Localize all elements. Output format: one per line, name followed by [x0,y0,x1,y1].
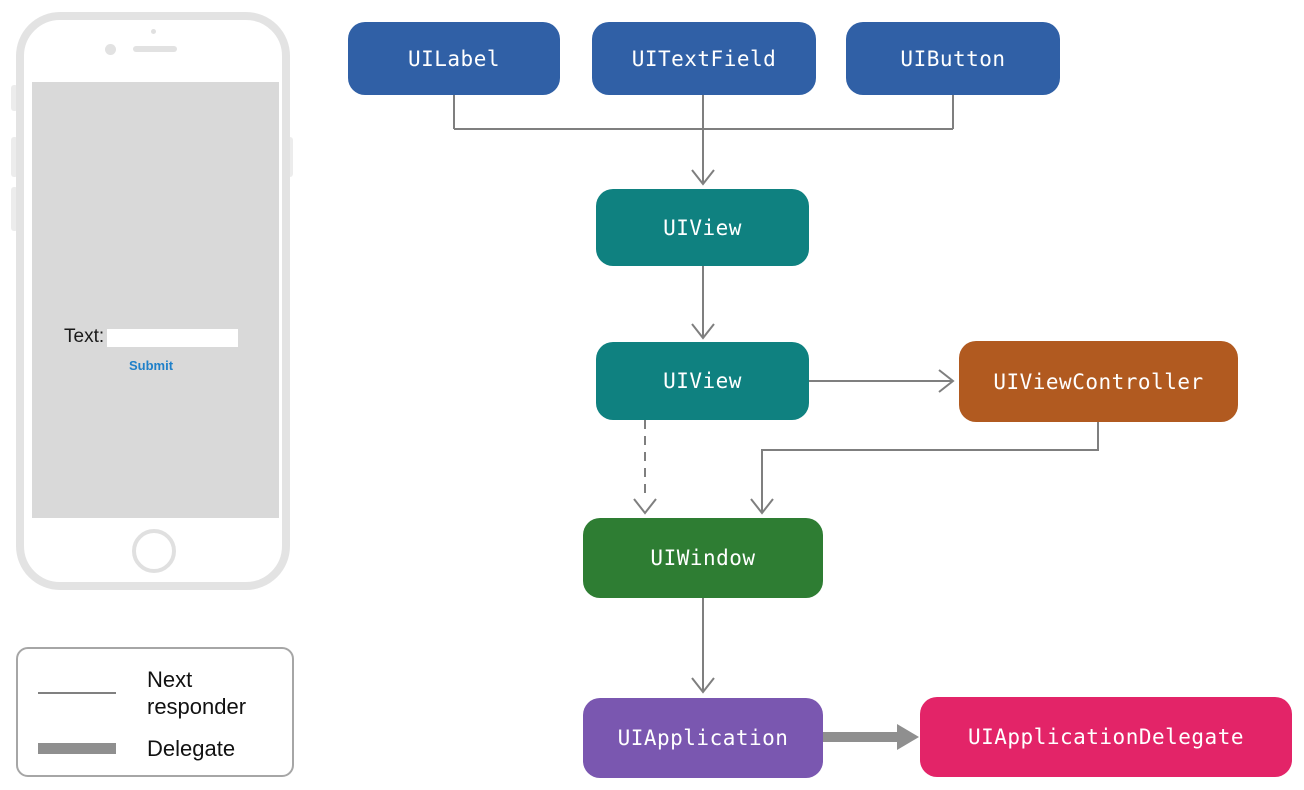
arrowhead-down-icon [691,169,715,186]
submit-button[interactable]: Submit [64,357,238,374]
phone-side-button [11,137,18,177]
phone-side-button [11,187,18,231]
node-uilabel: UILabel [348,22,560,95]
node-uitextfield: UITextField [592,22,816,95]
node-uiviewcontroller: UIViewController [959,341,1238,422]
connector-uiviewcontroller-to-uiwindow [761,421,1099,513]
arrowhead-down-icon [633,498,657,515]
phone-home-button [132,529,176,573]
legend-box: Next responder Delegate [16,647,294,777]
node-uiwindow: UIWindow [583,518,823,598]
legend-item-delegate: Delegate [38,735,297,762]
arrowhead-down-icon [750,498,774,515]
arrowhead-right-icon [938,369,955,393]
node-label: UIView [663,215,742,240]
node-label: UIApplication [617,726,789,750]
arrowhead-down-icon [691,323,715,340]
node-uiview-inner: UIView [596,189,809,266]
node-uibutton: UIButton [846,22,1060,95]
legend-label: Delegate [147,736,236,761]
node-uiapplication: UIApplication [583,698,823,778]
node-label: UIViewController [993,369,1204,394]
connector-subviews-to-uiview [453,95,954,184]
legend-item-next-responder: Next responder [38,666,297,720]
arrowhead-down-icon [691,677,715,694]
node-uiapplicationdelegate: UIApplicationDelegate [920,697,1292,777]
node-label: UIView [663,369,742,393]
node-label: UIWindow [650,546,756,570]
arrowhead-right-filled-icon [897,724,919,750]
text-input[interactable] [107,329,238,347]
node-label: UITextField [631,46,777,71]
node-uiview-root: UIView [596,342,809,420]
phone-screen [32,82,279,518]
legend-label: Next responder [147,667,247,719]
thin-line-swatch [38,692,116,694]
phone-speaker-icon [133,46,177,52]
phone-camera-icon [105,44,116,55]
node-label: UIApplicationDelegate [967,725,1244,749]
node-label: UILabel [407,46,500,71]
phone-side-button [11,85,18,111]
node-label: UIButton [900,46,1006,71]
phone-sensor-dot [151,29,156,34]
text-field-label: Text: [64,326,105,347]
thick-line-swatch [38,743,116,754]
